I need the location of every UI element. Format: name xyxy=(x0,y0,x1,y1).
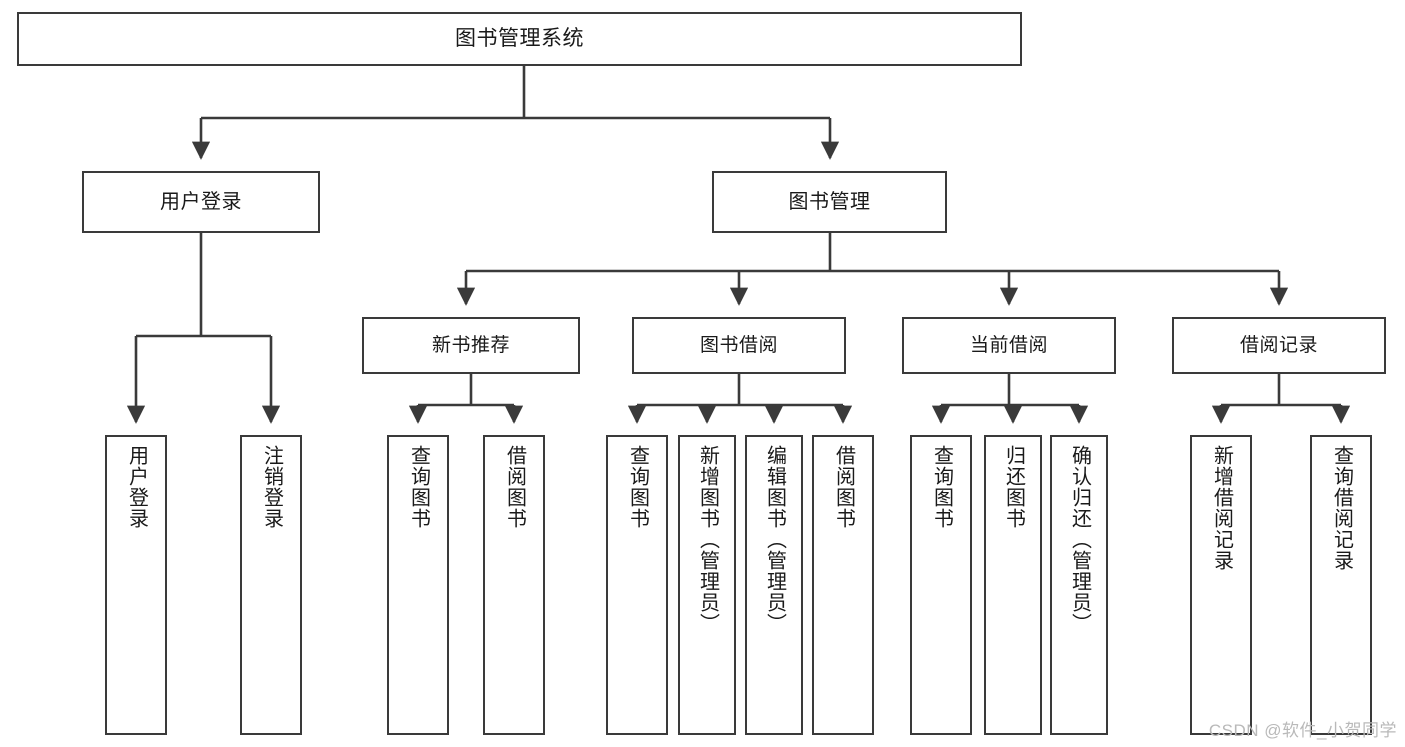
leaf-query-borrow-record-label: 查询借阅记录 xyxy=(1330,445,1353,571)
node-current-borrow[interactable]: 当前借阅 xyxy=(902,317,1116,374)
leaf-add-borrow-record-label: 新增借阅记录 xyxy=(1210,445,1233,571)
leaf-logout-label: 注销登录 xyxy=(260,445,283,529)
leaf-add-book-admin[interactable]: 新增图书（管理员） xyxy=(678,435,736,735)
watermark: CSDN @软件_小贺同学 xyxy=(1208,721,1397,740)
node-user-login-label: 用户登录 xyxy=(160,190,242,213)
leaf-add-book-admin-label: 新增图书（管理员） xyxy=(696,445,719,634)
leaf-query-book-current-label: 查询图书 xyxy=(930,445,953,529)
leaf-borrow-book[interactable]: 借阅图书 xyxy=(812,435,874,735)
leaf-borrow-book-recommend-label: 借阅图书 xyxy=(503,445,526,529)
node-root-label: 图书管理系统 xyxy=(455,26,584,50)
node-current-borrow-label: 当前借阅 xyxy=(969,334,1048,356)
leaf-edit-book-admin[interactable]: 编辑图书（管理员） xyxy=(745,435,803,735)
leaf-query-book-recommend-label: 查询图书 xyxy=(407,445,430,529)
leaf-return-book[interactable]: 归还图书 xyxy=(984,435,1042,735)
node-book-management-label: 图书管理 xyxy=(788,190,871,213)
leaf-user-login[interactable]: 用户登录 xyxy=(105,435,167,735)
node-new-book-recommend-label: 新书推荐 xyxy=(431,334,510,356)
leaf-query-borrow-record[interactable]: 查询借阅记录 xyxy=(1310,435,1372,735)
node-root[interactable]: 图书管理系统 xyxy=(17,12,1022,66)
leaf-confirm-return-admin[interactable]: 确认归还（管理员） xyxy=(1050,435,1108,735)
leaf-query-book-recommend[interactable]: 查询图书 xyxy=(387,435,449,735)
node-new-book-recommend[interactable]: 新书推荐 xyxy=(362,317,580,374)
node-book-borrow-label: 图书借阅 xyxy=(699,334,778,356)
leaf-query-book-current[interactable]: 查询图书 xyxy=(910,435,972,735)
leaf-borrow-book-label: 借阅图书 xyxy=(832,445,855,529)
leaf-borrow-book-recommend[interactable]: 借阅图书 xyxy=(483,435,545,735)
node-book-management[interactable]: 图书管理 xyxy=(712,171,947,233)
leaf-user-login-label: 用户登录 xyxy=(125,445,148,529)
node-book-borrow[interactable]: 图书借阅 xyxy=(632,317,846,374)
node-borrow-record[interactable]: 借阅记录 xyxy=(1172,317,1386,374)
leaf-confirm-return-admin-label: 确认归还（管理员） xyxy=(1068,445,1091,634)
node-user-login[interactable]: 用户登录 xyxy=(82,171,320,233)
leaf-add-borrow-record[interactable]: 新增借阅记录 xyxy=(1190,435,1252,735)
leaf-logout[interactable]: 注销登录 xyxy=(240,435,302,735)
leaf-query-book-borrow[interactable]: 查询图书 xyxy=(606,435,668,735)
leaf-return-book-label: 归还图书 xyxy=(1002,445,1025,529)
leaf-query-book-borrow-label: 查询图书 xyxy=(626,445,649,529)
leaf-edit-book-admin-label: 编辑图书（管理员） xyxy=(763,445,786,634)
node-borrow-record-label: 借阅记录 xyxy=(1239,334,1318,356)
